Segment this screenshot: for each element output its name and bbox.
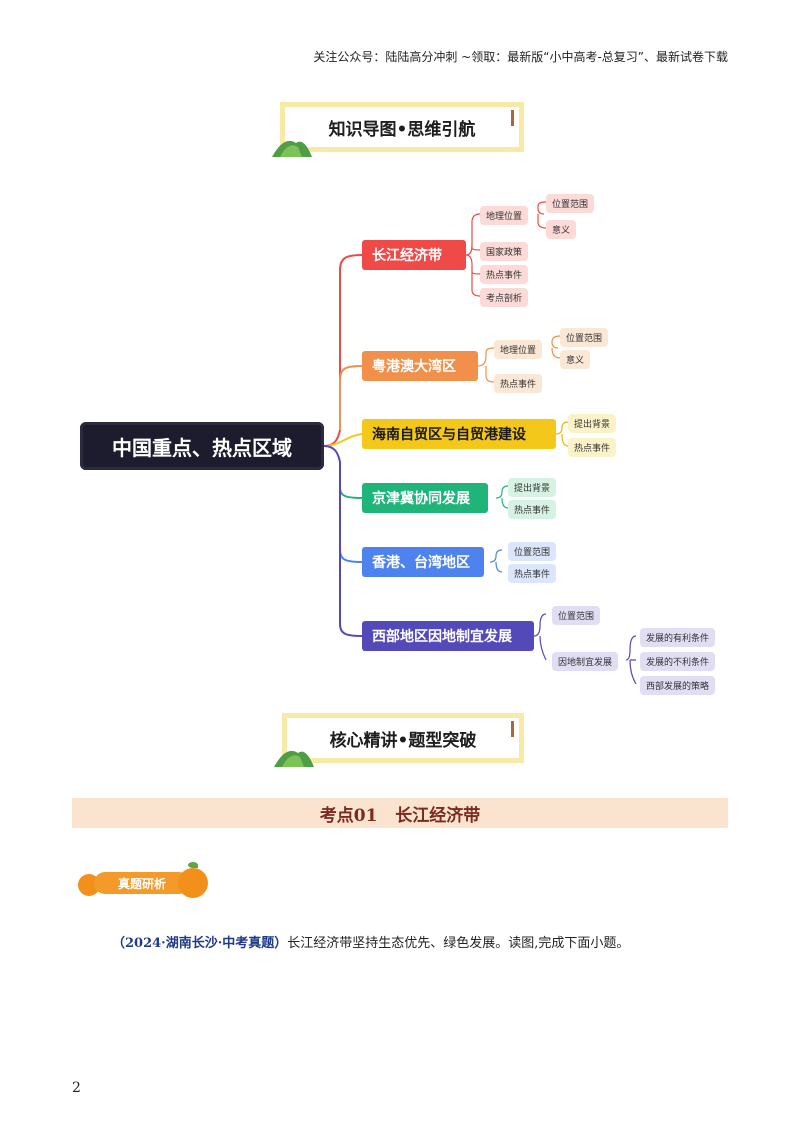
hill-icon [274, 750, 314, 767]
chip-yangtze-events: 热点事件 [480, 265, 529, 284]
chip-bay-events: 热点事件 [494, 374, 543, 393]
chip-hkt-events: 热点事件 [508, 564, 557, 583]
banner-mindmap-title: 知识导图•思维引航 [328, 119, 476, 140]
banner-core: 核心精讲•题型突破 [282, 713, 524, 763]
chip-west-scope: 位置范围 [552, 606, 601, 625]
branch-hk-taiwan: 香港、台湾地区 [362, 547, 484, 577]
chip-hainan-events: 热点事件 [568, 438, 617, 457]
chip-yangtze-location: 地理位置 [480, 206, 529, 225]
chip-yangtze-significance: 意义 [546, 220, 577, 239]
chip-yangtze-scope: 位置范围 [546, 194, 595, 213]
mindmap-root: 中国重点、热点区域 [80, 422, 324, 470]
chip-hkt-scope: 位置范围 [508, 542, 557, 561]
banner-core-title: 核心精讲•题型突破 [329, 730, 477, 751]
chip-west-strategy: 西部发展的策略 [640, 676, 716, 695]
zhenti-tag: 真题研析 [76, 862, 208, 900]
chip-bay-scope: 位置范围 [560, 328, 609, 347]
chip-hainan-background: 提出背景 [568, 414, 617, 433]
chip-west-unfavorable: 发展的不利条件 [640, 652, 716, 671]
branch-hainan: 海南自贸区与自贸港建设 [362, 419, 556, 449]
chip-west-favorable: 发展的有利条件 [640, 628, 716, 647]
page-number: 2 [72, 1080, 81, 1096]
chip-yangtze-policy: 国家政策 [480, 242, 529, 261]
chip-bay-significance: 意义 [560, 350, 591, 369]
orange-icon [178, 868, 208, 898]
branch-greater-bay: 粤港澳大湾区 [362, 351, 478, 381]
leaf-icon [188, 862, 198, 868]
question-source: （2024·湖南长沙·中考真题） [112, 936, 288, 951]
banner-mindmap: 知识导图•思维引航 [280, 102, 524, 152]
question-text: 长江经济带坚持生态优先、绿色发展。读图,完成下面小题。 [287, 936, 630, 951]
header-note: 关注公众号：陆陆高分冲刺 ~领取：最新版“小中高考-总复习”、最新试卷下载 [313, 50, 728, 64]
chip-jjj-background: 提出背景 [508, 478, 557, 497]
zhenti-label: 真题研析 [117, 876, 166, 891]
chip-yangtze-analysis: 考点剖析 [480, 288, 529, 307]
hill-icon [272, 140, 312, 157]
question-stem: （2024·湖南长沙·中考真题）长江经济带坚持生态优先、绿色发展。读图,完成下面… [112, 932, 629, 951]
branch-west: 西部地区因地制宜发展 [362, 621, 534, 651]
chip-west-adapt: 因地制宜发展 [552, 652, 619, 671]
branch-jingjinji: 京津冀协同发展 [362, 483, 488, 513]
chip-bay-location: 地理位置 [494, 340, 543, 359]
mindmap-connectors [323, 201, 637, 685]
branch-yangtze: 长江经济带 [362, 240, 466, 270]
chip-jjj-events: 热点事件 [508, 500, 557, 519]
kaodian-title: 考点01 长江经济带 [319, 805, 481, 826]
kaodian-heading: 考点01 长江经济带 [72, 798, 728, 828]
